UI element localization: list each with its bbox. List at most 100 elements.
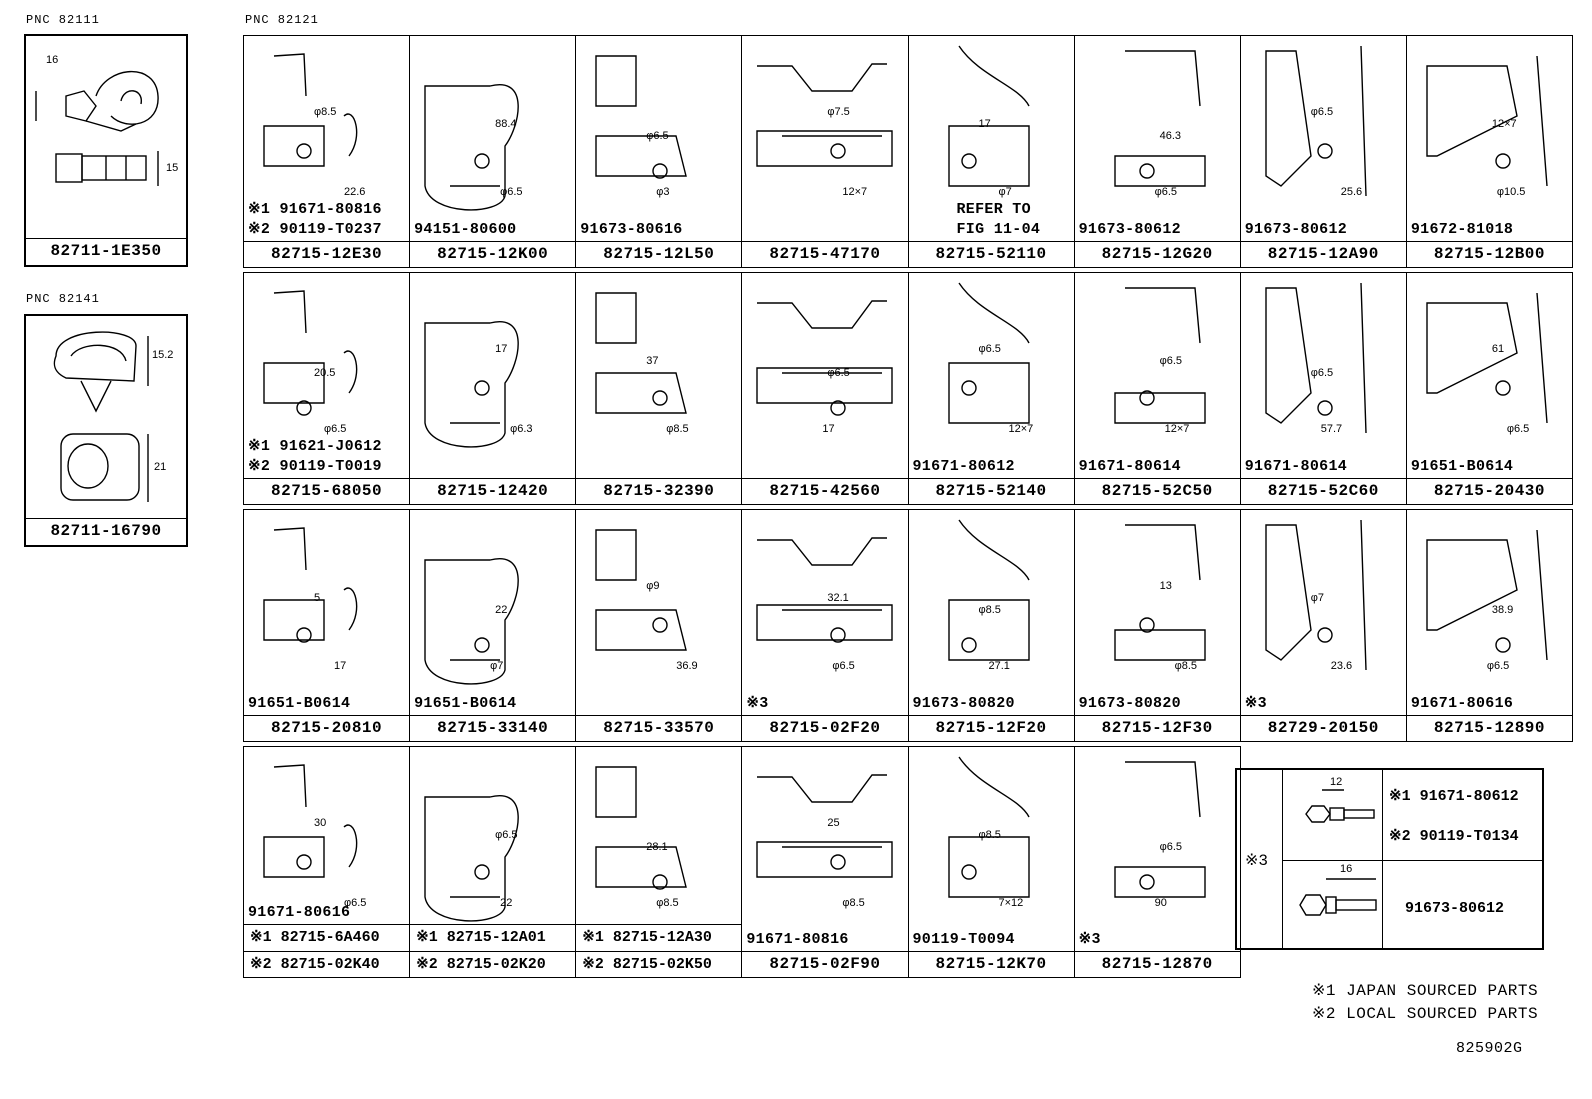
bracket-outline [756, 300, 894, 404]
bracket-outline [263, 290, 358, 404]
bracket-outline [947, 282, 1030, 424]
dim-label: 22 [495, 604, 508, 616]
dim-label: 12×7 [1491, 118, 1517, 130]
hole-mark [652, 390, 668, 406]
dim-label: φ6.5 [1159, 355, 1183, 367]
bracket-outline [595, 55, 688, 177]
dim-label: 27.1 [988, 660, 1010, 672]
bracket-drawing [595, 55, 688, 179]
dim-label: φ7 [490, 660, 504, 672]
dim-label: φ7.5 [827, 106, 850, 118]
pnc-label-82111: PNC 82111 [26, 13, 100, 27]
bolt-part-number: 94151-80600 [414, 221, 517, 238]
dim-label: 7×12 [998, 897, 1024, 909]
bolt-part-number: 91673-80820 [1078, 695, 1181, 712]
bolt-icon [1299, 878, 1377, 916]
bolt-part-number: 91672-81018 [1410, 221, 1514, 238]
bracket-drawing [947, 519, 1030, 661]
bolt-part-number: ※1 91621-J0612 [248, 438, 382, 455]
dim-label: φ6.5 [1506, 423, 1530, 435]
bracket-outline [756, 774, 894, 878]
bolt-part-number: 91671-80816 [746, 931, 849, 948]
bracket-drawing [263, 290, 358, 416]
bracket-drawing [1426, 292, 1548, 424]
part-number-pair: ※1 82715-6A460※2 82715-02K40 [244, 924, 410, 977]
dim-label: 90 [1154, 897, 1167, 909]
bolt-part-number: ※2 90119-T0237 [248, 221, 382, 238]
part-number: 82715-52110 [908, 241, 1074, 267]
bracket-drawing [756, 537, 894, 643]
bracket-drawing [263, 764, 358, 878]
bolt-part-number: 91673-80612 [1078, 221, 1181, 238]
bracket-drawing [263, 527, 358, 643]
dim-label: 15 [166, 162, 179, 174]
dim-label: φ6.5 [1310, 106, 1334, 118]
dim-label: 88.4 [495, 118, 517, 130]
bracket-outline [1113, 287, 1206, 424]
dim-label: 17 [822, 423, 835, 435]
hole-mark [830, 143, 847, 159]
dim-label: 32.1 [827, 592, 849, 604]
dim-label: 17 [495, 343, 508, 355]
hole-mark [1138, 617, 1155, 633]
dim-label: φ8.5 [842, 897, 865, 909]
hole-mark [296, 143, 312, 159]
bracket-outline [1265, 45, 1367, 197]
bracket-drawing [1113, 761, 1206, 898]
bolt-part-number: 91673-80820 [912, 695, 1015, 712]
dim-label: 37 [646, 355, 659, 367]
bolt-part-number: 91651-B0614 [248, 695, 351, 712]
hole-mark [652, 874, 668, 890]
dim-label: φ8.5 [978, 829, 1001, 841]
bolt-part-number: ※3 [1078, 931, 1101, 948]
dim-label: φ7 [1310, 592, 1325, 604]
part-number: 82715-12L50 [576, 241, 742, 267]
bracket-outline [263, 764, 358, 878]
dim-label: 12 [1330, 776, 1343, 788]
dim-label: φ6.3 [510, 423, 533, 435]
dim-label: 28.1 [646, 841, 668, 853]
part-number: 82715-68050 [244, 478, 410, 504]
bracket-outline [424, 320, 519, 448]
part-number: 82715-42560 [742, 478, 908, 504]
part-number: 82715-33140 [410, 715, 576, 741]
part-number: 82715-20810 [244, 715, 410, 741]
bolt-part-number: 91651-B0614 [1410, 458, 1514, 475]
hole-mark [474, 864, 490, 880]
hole-mark [1317, 400, 1333, 416]
bracket-drawing [756, 774, 894, 878]
dim-label: φ6.5 [832, 660, 855, 672]
hole-mark [960, 380, 977, 396]
dim-label: 5 [314, 592, 321, 604]
part-number: 82715-32390 [576, 478, 742, 504]
dim-label: 25.6 [1340, 186, 1363, 198]
part-number: 82715-12E30 [244, 241, 410, 267]
bolt-part-number: FIG 11-04 [956, 221, 1041, 238]
bolt-icon [1305, 789, 1375, 823]
bracket-drawing [1426, 529, 1548, 661]
bracket-outline [595, 529, 688, 651]
bracket-outline [595, 292, 688, 414]
bracket-drawing [1113, 287, 1206, 424]
bracket-drawing [947, 45, 1030, 187]
dim-label: φ6.5 [344, 897, 367, 909]
dim-label: 20.5 [314, 367, 336, 379]
part-number: 82715-12K00 [410, 241, 576, 267]
